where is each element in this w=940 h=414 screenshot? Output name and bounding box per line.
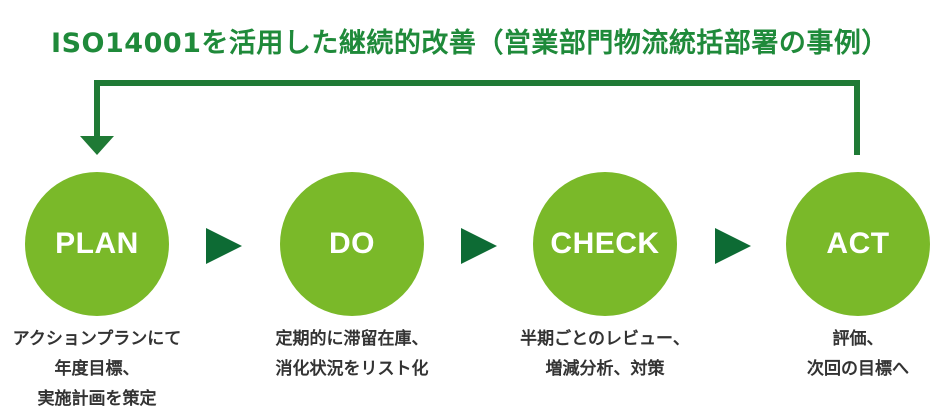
diagram-title: ISO14001を活用した継続的改善（営業部門物流統括部署の事例） (51, 28, 889, 59)
caption-line: 定期的に滞留在庫、 (275, 329, 429, 349)
step-circle-check: CHECK (533, 172, 677, 316)
step-circle-act: ACT (786, 172, 930, 316)
step-circle-plan: PLAN (25, 172, 169, 316)
step-label-act: ACT (826, 227, 890, 260)
step-label-check: CHECK (550, 227, 660, 260)
caption-act: 評価、 次回の目標へ (743, 324, 940, 384)
caption-line: 半期ごとのレビュー、 (520, 329, 690, 349)
step-label-do: DO (329, 227, 375, 260)
caption-line: 実施計画を策定 (37, 389, 157, 409)
step-circle-do: DO (280, 172, 424, 316)
caption-line: 増減分析、対策 (545, 359, 665, 379)
caption-line: 消化状況をリスト化 (275, 359, 429, 379)
caption-line: 年度目標、 (54, 359, 140, 379)
arrow-do-to-check (461, 228, 497, 264)
caption-line: アクションプランにて (12, 329, 182, 349)
caption-check: 半期ごとのレビュー、 増減分析、対策 (490, 324, 720, 384)
caption-line: 評価、 (832, 329, 884, 349)
caption-line: 次回の目標へ (807, 359, 909, 379)
caption-plan: アクションプランにて 年度目標、 実施計画を策定 (0, 324, 212, 414)
arrow-check-to-act (715, 228, 751, 264)
arrow-plan-to-do (206, 228, 242, 264)
step-label-plan: PLAN (55, 227, 139, 260)
caption-do: 定期的に滞留在庫、 消化状況をリスト化 (237, 324, 467, 384)
